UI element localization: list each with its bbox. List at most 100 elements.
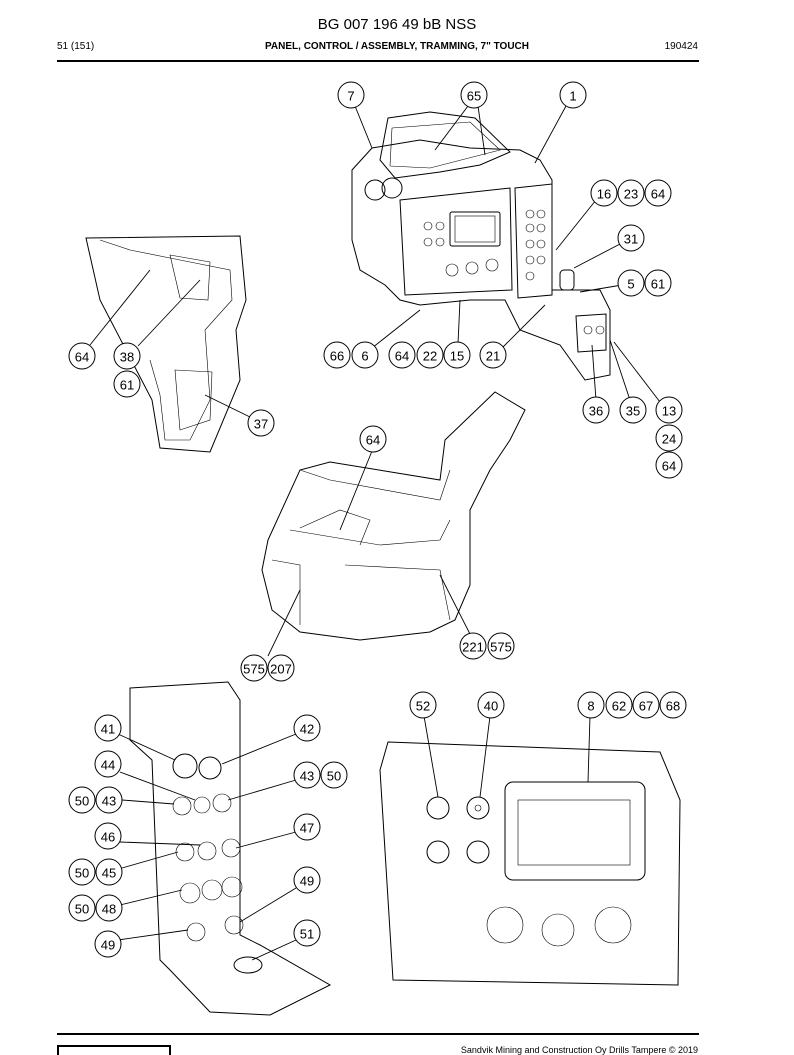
callout-207: 207 [267,654,295,682]
footer-rule [57,1033,699,1035]
callout-5: 5 [617,269,645,297]
callout-22: 22 [416,341,444,369]
callout-49: 49 [94,930,122,958]
callout-67: 67 [632,691,660,719]
callout-label: 65 [467,89,481,104]
callout-31: 31 [617,224,645,252]
callout-label: 47 [300,821,314,836]
callout-label: 64 [75,350,89,365]
callout-label: 7 [347,89,354,104]
callout-15: 15 [443,341,471,369]
callout-50: 50 [68,858,96,886]
callout-23: 23 [617,179,645,207]
callout-label: 52 [416,699,430,714]
callout-61: 61 [644,269,672,297]
revision-date: 190424 [664,41,698,52]
callout-label: 46 [101,830,115,845]
callout-50: 50 [68,894,96,922]
callout-label: 207 [270,662,292,677]
callout-label: 43 [300,769,314,784]
callout-label: 8 [587,699,594,714]
callout-16: 16 [590,179,618,207]
callout-label: 50 [75,866,89,881]
callout-label: 35 [626,404,640,419]
document-number: BG 007 196 49 bB NSS [317,16,477,33]
callout-label: 16 [597,187,611,202]
callout-36: 36 [582,396,610,424]
company-logo [57,1045,171,1055]
callout-64: 64 [655,451,683,479]
callout-label: 24 [662,432,676,447]
callout-48: 48 [95,894,123,922]
callout-label: 61 [120,378,134,393]
header-rule [57,60,699,62]
callout-label: 62 [612,699,626,714]
callout-50: 50 [320,761,348,789]
callout-45: 45 [95,858,123,886]
callout-label: 67 [639,699,653,714]
callout-13: 13 [655,396,683,424]
callout-label: 21 [486,349,500,364]
control-panel-assembly [85,111,681,1016]
callout-label: 40 [484,699,498,714]
callout-label: 31 [624,232,638,247]
callout-221: 221 [459,632,487,660]
callout-43: 43 [293,761,321,789]
callout-38: 38 [113,342,141,370]
callout-label: 1 [569,89,576,104]
callout-label: 13 [662,404,676,419]
callout-label: 50 [75,902,89,917]
callout-label: 64 [395,349,409,364]
callout-66: 66 [323,341,351,369]
callout-label: 61 [651,277,665,292]
callout-42: 42 [293,714,321,742]
callout-label: 5 [627,277,634,292]
callout-label: 44 [101,758,115,773]
callout-label: 43 [102,794,116,809]
callout-47: 47 [293,813,321,841]
callout-label: 64 [366,433,380,448]
callout-label: 575 [243,662,265,677]
page-title: PANEL, CONTROL / ASSEMBLY, TRAMMING, 7" … [264,41,530,52]
callout-61: 61 [113,370,141,398]
callout-62: 62 [605,691,633,719]
callout-label: 6 [361,349,368,364]
callout-label: 49 [300,874,314,889]
callout-24: 24 [655,424,683,452]
callout-label: 64 [662,459,676,474]
callout-64: 64 [388,341,416,369]
callout-label: 48 [102,902,116,917]
callout-label: 221 [462,640,484,655]
callout-label: 66 [330,349,344,364]
callout-label: 49 [101,938,115,953]
callout-label: 41 [101,722,115,737]
callout-52: 52 [409,691,437,719]
callout-64: 64 [644,179,672,207]
callout-68: 68 [659,691,687,719]
callout-51: 51 [293,919,321,947]
callout-43: 43 [95,786,123,814]
callout-label: 50 [327,769,341,784]
callout-46: 46 [94,822,122,850]
callout-label: 50 [75,794,89,809]
callout-label: 51 [300,927,314,942]
callout-49: 49 [293,866,321,894]
callout-44: 44 [94,750,122,778]
leader-lines [89,105,661,961]
callout-8: 8 [577,691,605,719]
callout-6: 6 [351,341,379,369]
callout-64: 64 [359,425,387,453]
callout-65: 65 [460,81,488,109]
callout-label: 64 [651,187,665,202]
callout-label: 36 [589,404,603,419]
callout-64: 64 [68,342,96,370]
callout-label: 37 [254,417,268,432]
callout-label: 15 [450,349,464,364]
callout-1: 1 [559,81,587,109]
callout-label: 38 [120,350,134,365]
callout-7: 7 [337,81,365,109]
callout-35: 35 [619,396,647,424]
callout-label: 22 [423,349,437,364]
